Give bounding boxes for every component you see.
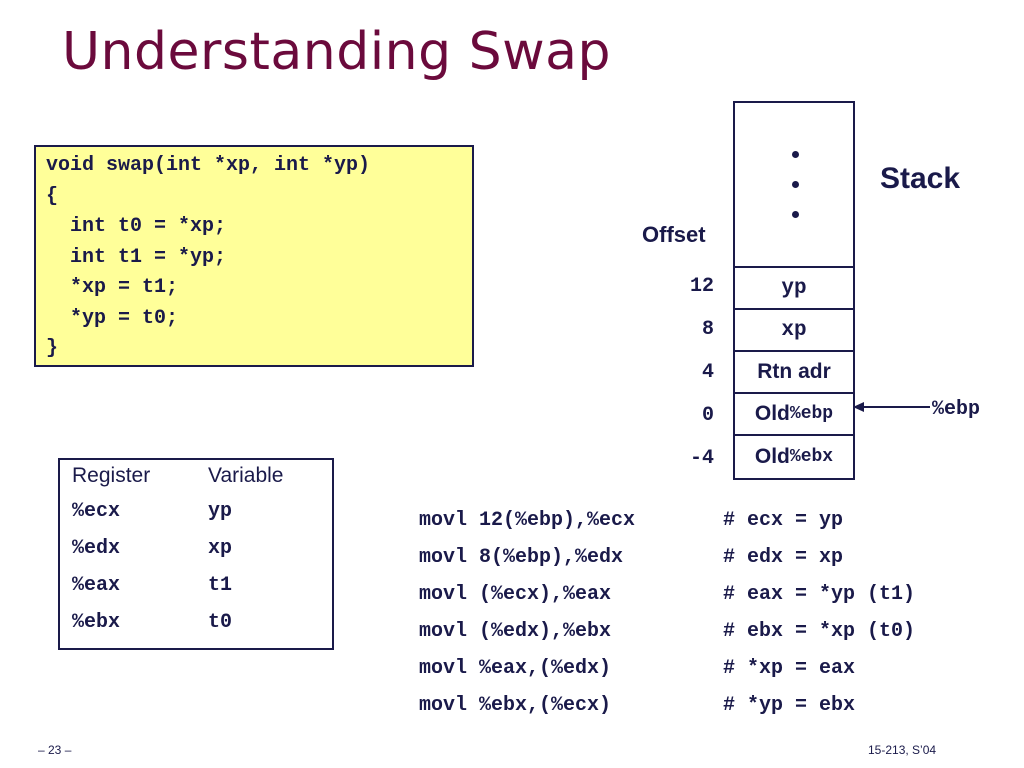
stack-offset: 0	[701, 404, 714, 427]
stack-diagram: yp xp Rtn adr Old %ebp Old %ebx	[733, 101, 855, 480]
stack-cell-xp: xp	[735, 310, 853, 352]
ellipsis-dot	[792, 151, 799, 158]
stack-cell-return-address: Rtn adr	[735, 352, 853, 394]
ellipsis-dot	[792, 181, 799, 188]
stack-cell-old-ebp: Old %ebp	[735, 394, 853, 436]
stack-cell-yp: yp	[735, 268, 853, 310]
stack-cell-old-ebx: Old %ebx	[754, 445, 834, 468]
assembly-instruction: movl 8(%ebp),%edx	[419, 546, 624, 569]
register-table: Register Variable %ecx yp %edx xp %eax t…	[58, 458, 334, 650]
register-header: Register	[72, 464, 151, 487]
assembly-comment: # edx = xp	[723, 546, 844, 569]
assembly-instruction: movl (%ecx),%eax	[419, 583, 612, 606]
code-line: int t1 = *yp;	[46, 245, 227, 269]
variable-cell: yp	[208, 500, 233, 523]
assembly-line: movl (%ecx),%eax # eax = *yp (t1)	[419, 583, 915, 613]
c-code-box: void swap(int *xp, int *yp) { int t0 = *…	[34, 145, 474, 367]
assembly-instruction: movl %ebx,(%ecx)	[419, 694, 612, 717]
course-label: 15-213, S’04	[868, 743, 937, 757]
code-line: int t0 = *xp;	[46, 215, 227, 238]
assembly-comment: # *yp = ebx	[723, 694, 856, 717]
stack-offset: -4	[689, 447, 714, 470]
register-cell: %eax	[72, 574, 121, 597]
code-line: {	[46, 184, 59, 208]
ebp-pointer-arrow-icon	[853, 402, 930, 412]
code-line: }	[46, 337, 59, 360]
variable-cell: t0	[208, 611, 233, 634]
code-line: void swap(int *xp, int *yp)	[46, 154, 371, 177]
register-cell: %ecx	[72, 500, 121, 523]
slide-title: Understanding Swap	[62, 22, 612, 82]
stack-offset: 4	[701, 361, 714, 384]
page-number: – 23 –	[38, 743, 72, 757]
variable-cell: xp	[208, 537, 233, 560]
register-cell: %ebx	[72, 611, 121, 634]
assembly-line: movl %ebx,(%ecx) # *yp = ebx	[419, 694, 855, 724]
code-line: *xp = t1;	[46, 276, 179, 299]
assembly-line: movl 8(%ebp),%edx # edx = xp	[419, 546, 843, 576]
assembly-line: movl %eax,(%edx) # *xp = eax	[419, 657, 855, 687]
ellipsis-dot	[792, 211, 799, 218]
ebp-pointer-label: %ebp	[932, 398, 981, 421]
assembly-instruction: movl (%edx),%ebx	[419, 620, 612, 643]
variable-cell: t1	[208, 574, 233, 597]
stack-label: Stack	[880, 162, 961, 195]
assembly-instruction: movl 12(%ebp),%ecx	[419, 509, 636, 532]
assembly-line: movl (%edx),%ebx # ebx = *xp (t0)	[419, 620, 915, 650]
offset-label: Offset	[642, 222, 706, 247]
variable-header: Variable	[208, 464, 284, 487]
stack-continuation	[735, 103, 853, 268]
register-cell: %edx	[72, 537, 121, 560]
assembly-comment: # *xp = eax	[723, 657, 856, 680]
stack-offset: 12	[689, 275, 714, 298]
assembly-instruction: movl %eax,(%edx)	[419, 657, 612, 680]
assembly-comment: # eax = *yp (t1)	[723, 583, 916, 606]
stack-offset: 8	[701, 318, 714, 341]
assembly-line: movl 12(%ebp),%ecx # ecx = yp	[419, 509, 843, 539]
code-line: *yp = t0;	[46, 306, 179, 330]
assembly-comment: # ecx = yp	[723, 509, 844, 532]
assembly-comment: # ebx = *xp (t0)	[723, 620, 916, 643]
